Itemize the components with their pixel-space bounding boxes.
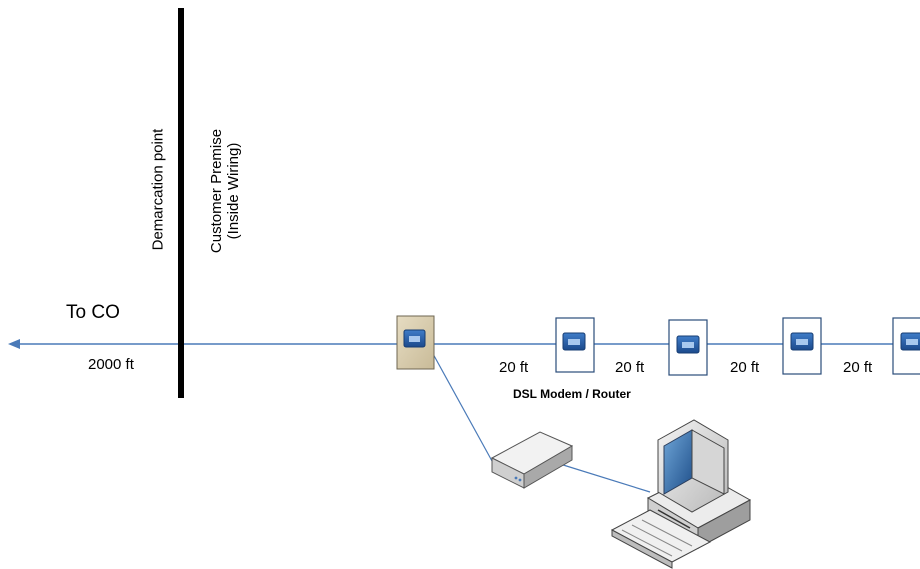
wall-jack-icon xyxy=(396,315,435,370)
segment-length-label: 20 ft xyxy=(615,359,645,376)
loop-length-label: 2000 ft xyxy=(88,356,134,373)
dsl-modem-icon xyxy=(490,431,574,489)
phone-jack-icon xyxy=(782,317,822,375)
modem-drop-wire xyxy=(431,351,493,462)
phone-jack-icon xyxy=(668,319,708,376)
desktop-computer-icon xyxy=(610,419,752,569)
demarcation-point-label: Demarcation point xyxy=(149,128,167,251)
modem-to-computer-cable xyxy=(559,463,651,493)
to-co-label: To CO xyxy=(66,302,120,323)
segment-length-label: 20 ft xyxy=(730,359,760,376)
customer-premise-line1: Customer Premise xyxy=(208,128,225,254)
customer-premise-label: Customer Premise (Inside Wiring) xyxy=(208,116,244,266)
segment-length-label: 20 ft xyxy=(843,359,873,376)
customer-premise-line2: (Inside Wiring) xyxy=(225,142,242,240)
dsl-modem-label: DSL Modem / Router xyxy=(513,387,631,401)
phone-jack-icon xyxy=(892,317,920,375)
segment-length-label: 20 ft xyxy=(499,359,529,376)
demarcation-bar xyxy=(178,8,184,398)
phone-jack-icon xyxy=(555,317,595,373)
arrowhead-icon xyxy=(8,339,20,349)
